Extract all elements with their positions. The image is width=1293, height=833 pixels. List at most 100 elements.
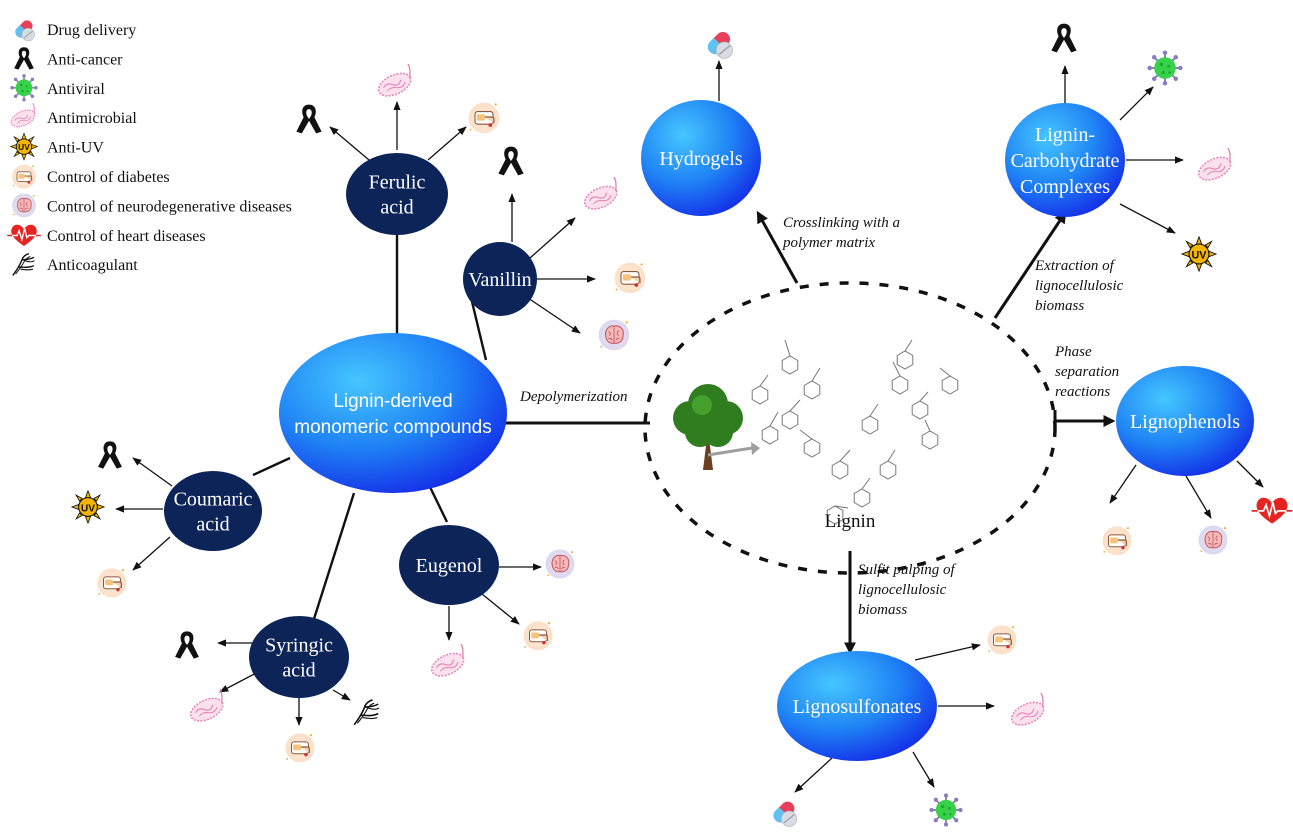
vessel-icon xyxy=(12,252,36,277)
crosslinking-arrow xyxy=(756,210,799,284)
legend-item: Control of heart diseases xyxy=(6,224,206,247)
extraction-arrow xyxy=(993,211,1067,319)
legend-item: Drug delivery xyxy=(12,17,136,42)
glucose-finger-icon xyxy=(468,101,500,134)
activity-arrow xyxy=(481,593,520,625)
uv-text: UV xyxy=(1192,250,1208,262)
legend-label: Anti-UV xyxy=(47,140,104,157)
glucose-finger-icon xyxy=(96,567,128,598)
legend-item: Anticoagulant xyxy=(12,252,138,277)
glucose-finger-icon xyxy=(522,620,554,651)
lignin-boundary xyxy=(643,281,1057,575)
process-label-depolymerization: Depolymerization xyxy=(519,389,627,405)
bacteria-icon xyxy=(425,644,472,682)
node-vanillin[interactable]: Vanillin xyxy=(463,242,537,316)
node-vanillin-label: Vanillin xyxy=(468,269,531,291)
legend-label: Control of neurodegenerative diseases xyxy=(47,198,292,215)
link-coumaric xyxy=(252,456,291,477)
activity-arrow xyxy=(1109,464,1137,504)
node-eugenol[interactable]: Eugenol xyxy=(399,525,499,605)
glucose-finger-icon xyxy=(986,624,1018,655)
ribbon-icon xyxy=(175,631,199,659)
virus-icon xyxy=(929,793,963,827)
brain-icon xyxy=(11,193,37,218)
ribbon-icon xyxy=(296,104,322,134)
bacteria-icon xyxy=(1005,693,1052,731)
heart-icon xyxy=(1250,496,1293,525)
activity-arrow xyxy=(794,757,833,793)
activity-arrow xyxy=(527,297,581,334)
legend-label: Antiviral xyxy=(47,81,105,98)
activity-arrow xyxy=(529,217,576,259)
brain-icon xyxy=(598,319,630,351)
activity-arrow xyxy=(1119,86,1154,121)
activity-arrow xyxy=(1185,475,1212,519)
brain-icon xyxy=(545,549,575,579)
lignin-label: Lignin xyxy=(825,511,876,532)
heart-icon xyxy=(6,224,42,247)
legend-item: Antimicrobial xyxy=(6,103,137,131)
virus-icon xyxy=(1147,50,1183,86)
link-eugenol xyxy=(428,486,449,523)
pill-icon xyxy=(12,17,36,42)
brain-icon xyxy=(1198,525,1228,555)
bacteria-icon xyxy=(184,689,231,727)
legend-item: UV Anti-UV xyxy=(10,132,104,161)
node-lignophenols-label: Lignophenols xyxy=(1130,411,1240,433)
node-eugenol-label: Eugenol xyxy=(416,555,483,577)
activity-arrow xyxy=(1119,203,1176,234)
glucose-finger-icon xyxy=(11,164,37,190)
activity-arrow xyxy=(427,126,467,161)
activity-arrow xyxy=(332,689,351,701)
activity-arrow xyxy=(1236,460,1264,488)
node-lignosulfonates-label: Lignosulfonates xyxy=(793,696,922,718)
legend-label: Drug delivery xyxy=(47,22,136,39)
glucose-finger-icon xyxy=(284,732,316,763)
activity-arrow xyxy=(329,126,370,161)
node-hydrogels[interactable]: Hydrogels xyxy=(641,100,761,216)
uv-text: UV xyxy=(18,142,30,152)
lignin-structure-image xyxy=(751,339,959,525)
bacteria-icon xyxy=(1192,148,1239,186)
uv-text: UV xyxy=(81,503,95,514)
glucose-finger-icon xyxy=(1101,525,1133,556)
virus-icon xyxy=(10,73,38,102)
ribbon-icon xyxy=(498,146,524,176)
activity-arrow xyxy=(132,457,173,487)
vessel-icon xyxy=(353,699,380,726)
bacteria-icon xyxy=(372,64,419,102)
bacteria-icon xyxy=(578,177,625,215)
legend-label: Antimicrobial xyxy=(47,110,137,127)
legend-item: Control of neurodegenerative diseases xyxy=(11,193,292,218)
activity-arrow xyxy=(914,643,981,661)
uv-sun-icon: UV xyxy=(71,490,105,524)
uv-sun-icon: UV xyxy=(10,132,38,161)
tree-icon xyxy=(673,384,760,470)
legend-item: Control of diabetes xyxy=(11,164,170,190)
ribbon-icon xyxy=(14,47,34,70)
legend-label: Control of heart diseases xyxy=(47,228,206,245)
legend-item: Antiviral xyxy=(10,73,105,102)
ribbon-icon xyxy=(1051,23,1077,53)
node-hydrogels-label: Hydrogels xyxy=(659,148,743,170)
node-lignosulfonates[interactable]: Lignosulfonates xyxy=(777,651,937,761)
node-lignophenols[interactable]: Lignophenols xyxy=(1116,366,1254,476)
legend-label: Control of diabetes xyxy=(47,169,170,186)
link-syringic xyxy=(311,492,356,623)
legend-label: Anti-cancer xyxy=(47,51,123,68)
glucose-finger-icon xyxy=(614,261,646,294)
